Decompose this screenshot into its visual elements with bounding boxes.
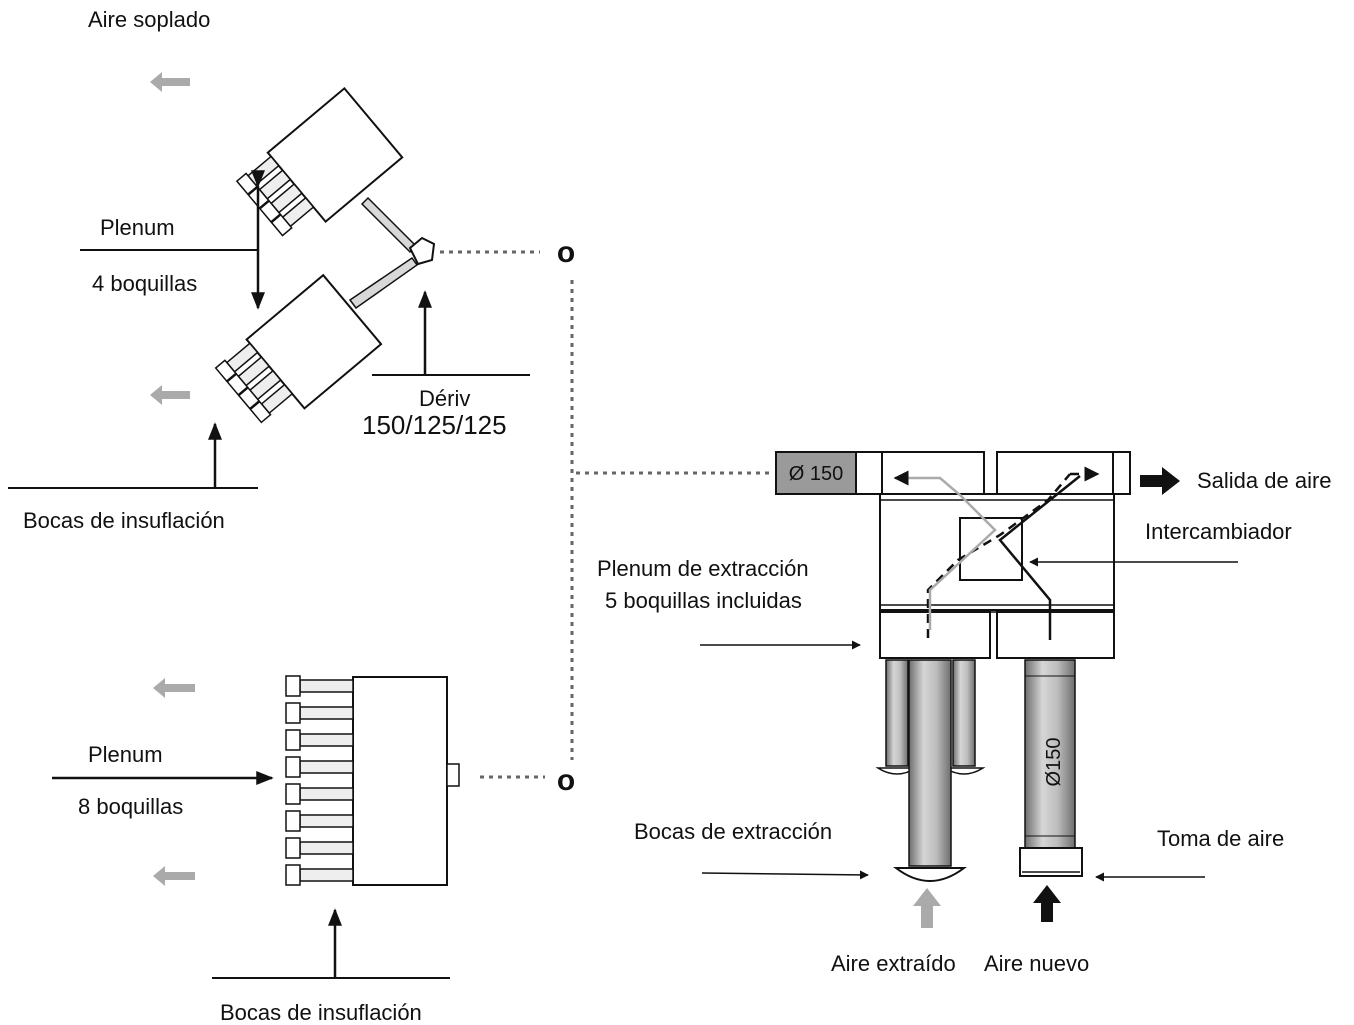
duct-150-top-label: Ø 150: [789, 463, 843, 485]
nozzle-cap: [285, 729, 301, 751]
nozzle-cap: [285, 702, 301, 724]
bocas-extraccion-pointer: [701, 870, 869, 880]
label-8-boquillas: 8 boquillas: [78, 794, 184, 819]
derivation-pipe-upper: [360, 196, 418, 254]
label-intercambiador: Intercambiador: [1145, 519, 1292, 544]
grey-air-arrow-2: [150, 385, 190, 405]
label-bocas-de-extraccion: Bocas de extracción: [634, 819, 833, 844]
nozzle-tube: [299, 760, 354, 774]
label-plenum-bottom: Plenum: [88, 742, 163, 767]
nozzle-tube: [299, 733, 354, 747]
nozzle-cap: [285, 864, 301, 886]
label-aire-extraido: Aire extraído: [831, 951, 956, 976]
label-4-boquillas: 4 boquillas: [92, 271, 198, 296]
label-bocas-insuflacion-top: Bocas de insuflación: [23, 508, 225, 533]
label-bocas-insuflacion-bottom: Bocas de insuflación: [220, 1000, 422, 1025]
label-plenum-top: Plenum: [100, 215, 175, 240]
nozzle-cap: [285, 810, 301, 832]
label-plenum-extraccion-1: Plenum de extracción: [597, 556, 809, 581]
label-plenum-extraccion-2: 5 boquillas incluidas: [605, 588, 802, 613]
derivation-pipe-lower: [348, 256, 419, 310]
plenum-4-upper-box: [235, 86, 404, 237]
nozzle-tube: [299, 706, 354, 720]
nozzle-cap: [285, 756, 301, 778]
nozzle-cap: [285, 675, 301, 697]
heat-recovery-unit: [775, 451, 1131, 882]
nozzle-cap: [285, 837, 301, 859]
aire-nuevo-arrow: [1033, 885, 1061, 922]
label-deriv-size: 150/125/125: [362, 410, 507, 440]
salida-aire-arrow: [1140, 467, 1180, 495]
duct-150-top: [775, 451, 857, 495]
nozzle-cap: [285, 783, 301, 805]
label-deriv: Dériv: [419, 386, 471, 411]
derivation-node: [408, 236, 436, 266]
nozzle-tube: [299, 679, 354, 693]
label-aire-nuevo: Aire nuevo: [984, 951, 1090, 976]
connector-top: o: [557, 236, 575, 269]
nozzle-tube: [299, 814, 354, 828]
grey-air-arrow-4: [153, 866, 195, 886]
nozzle-tube: [299, 868, 354, 882]
aire-extraido-arrow: [913, 888, 941, 928]
connector-bottom: o: [557, 764, 575, 797]
grey-air-arrow-3: [153, 678, 195, 698]
label-aire-soplado: Aire soplado: [88, 7, 211, 32]
grey-air-arrow-1: [150, 72, 190, 92]
nozzle-tube: [299, 841, 354, 855]
duct-150-vertical-label: Ø150: [1043, 738, 1065, 787]
label-salida-de-aire: Salida de aire: [1197, 468, 1332, 493]
plenum-4-lower-box: [214, 273, 383, 424]
nozzle-tube: [299, 787, 354, 801]
label-toma-de-aire: Toma de aire: [1157, 826, 1285, 851]
dotted-connections: [440, 250, 772, 779]
plenum-8-box: [285, 675, 460, 886]
